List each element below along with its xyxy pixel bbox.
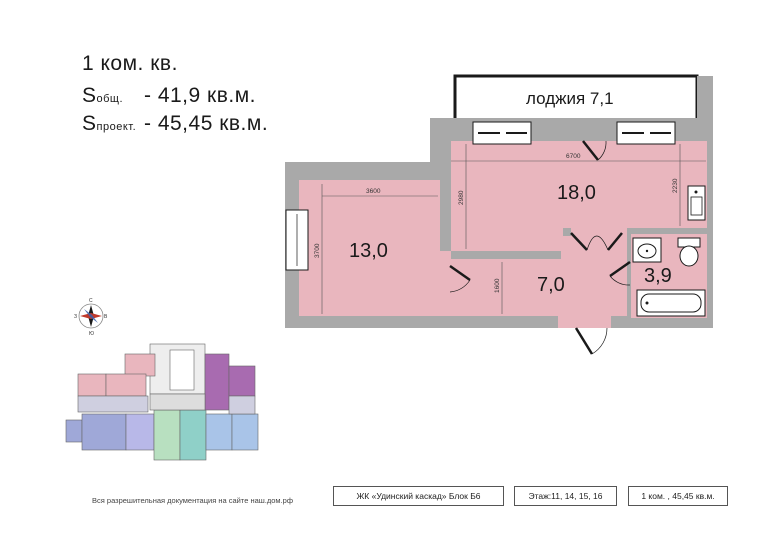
compass-west: З	[74, 314, 77, 320]
bathroom-door	[609, 260, 631, 286]
unit-box: 1 ком. , 45,45 кв.м.	[628, 486, 728, 506]
dim-2230: 2230	[672, 178, 679, 193]
bath-area-label: 3,9	[644, 265, 672, 287]
kitchen-sink	[687, 185, 706, 221]
project-area-value: - 45,45 кв.м.	[144, 112, 269, 135]
entrance-opening	[558, 316, 611, 328]
dimension-lines	[321, 144, 706, 314]
project-area-line: Sпроект. - 45,45 кв.м.	[82, 112, 268, 136]
bathroom-sink	[632, 237, 662, 263]
floor-key-plan	[65, 343, 259, 461]
compass-north: С	[89, 298, 93, 304]
partition-bath-top	[627, 228, 707, 234]
partition-stub	[563, 228, 571, 236]
floors-label: Этаж:11, 14, 15, 16	[528, 491, 603, 501]
living-door	[570, 232, 623, 251]
bedroom	[299, 180, 440, 316]
complex-label: ЖК «Удинский каскад» Блок Б6	[356, 491, 481, 501]
dim-2980: 2980	[458, 190, 465, 205]
loggia-label: лоджия 7,1	[526, 89, 614, 108]
partition-living-hall	[451, 251, 561, 259]
dim-6700: 6700	[566, 153, 581, 160]
compass-south: Ю	[89, 331, 94, 337]
floors-box: Этаж:11, 14, 15, 16	[514, 486, 617, 506]
project-area-symbol: S	[82, 112, 97, 135]
entrance-door	[574, 327, 608, 355]
total-area-value: - 41,9 кв.м.	[144, 84, 256, 107]
toilet	[677, 237, 701, 267]
compass-icon: С Ю З В	[74, 298, 108, 337]
window-living-right	[616, 121, 676, 145]
unit-label: 1 ком. , 45,45 кв.м.	[641, 491, 715, 501]
hall-area-label: 7,0	[537, 274, 565, 296]
bedroom-door	[449, 264, 471, 293]
docs-note: Вся разрешительная документация на сайте…	[92, 496, 294, 505]
window-bedroom	[285, 209, 309, 271]
partition-bath-left	[627, 234, 631, 318]
window-living-left	[472, 121, 532, 145]
balcony-door	[582, 140, 607, 161]
total-area-line: Sобщ. - 41,9 кв.м.	[82, 84, 255, 108]
total-area-subscript: общ.	[96, 93, 124, 105]
bedroom-area-label: 13,0	[349, 240, 388, 262]
partition-bedroom-living	[440, 180, 451, 251]
compass-east: В	[104, 314, 108, 320]
project-area-subscript: проект.	[96, 121, 137, 133]
total-area-symbol: S	[82, 84, 97, 107]
apartment-type: 1 ком. кв.	[82, 52, 178, 75]
bathtub	[636, 289, 706, 317]
complex-box: ЖК «Удинский каскад» Блок Б6	[333, 486, 504, 506]
dim-1600: 1600	[494, 278, 501, 293]
dim-3700: 3700	[314, 243, 321, 258]
dim-3600: 3600	[366, 188, 381, 195]
living-area-label: 18,0	[557, 182, 596, 204]
